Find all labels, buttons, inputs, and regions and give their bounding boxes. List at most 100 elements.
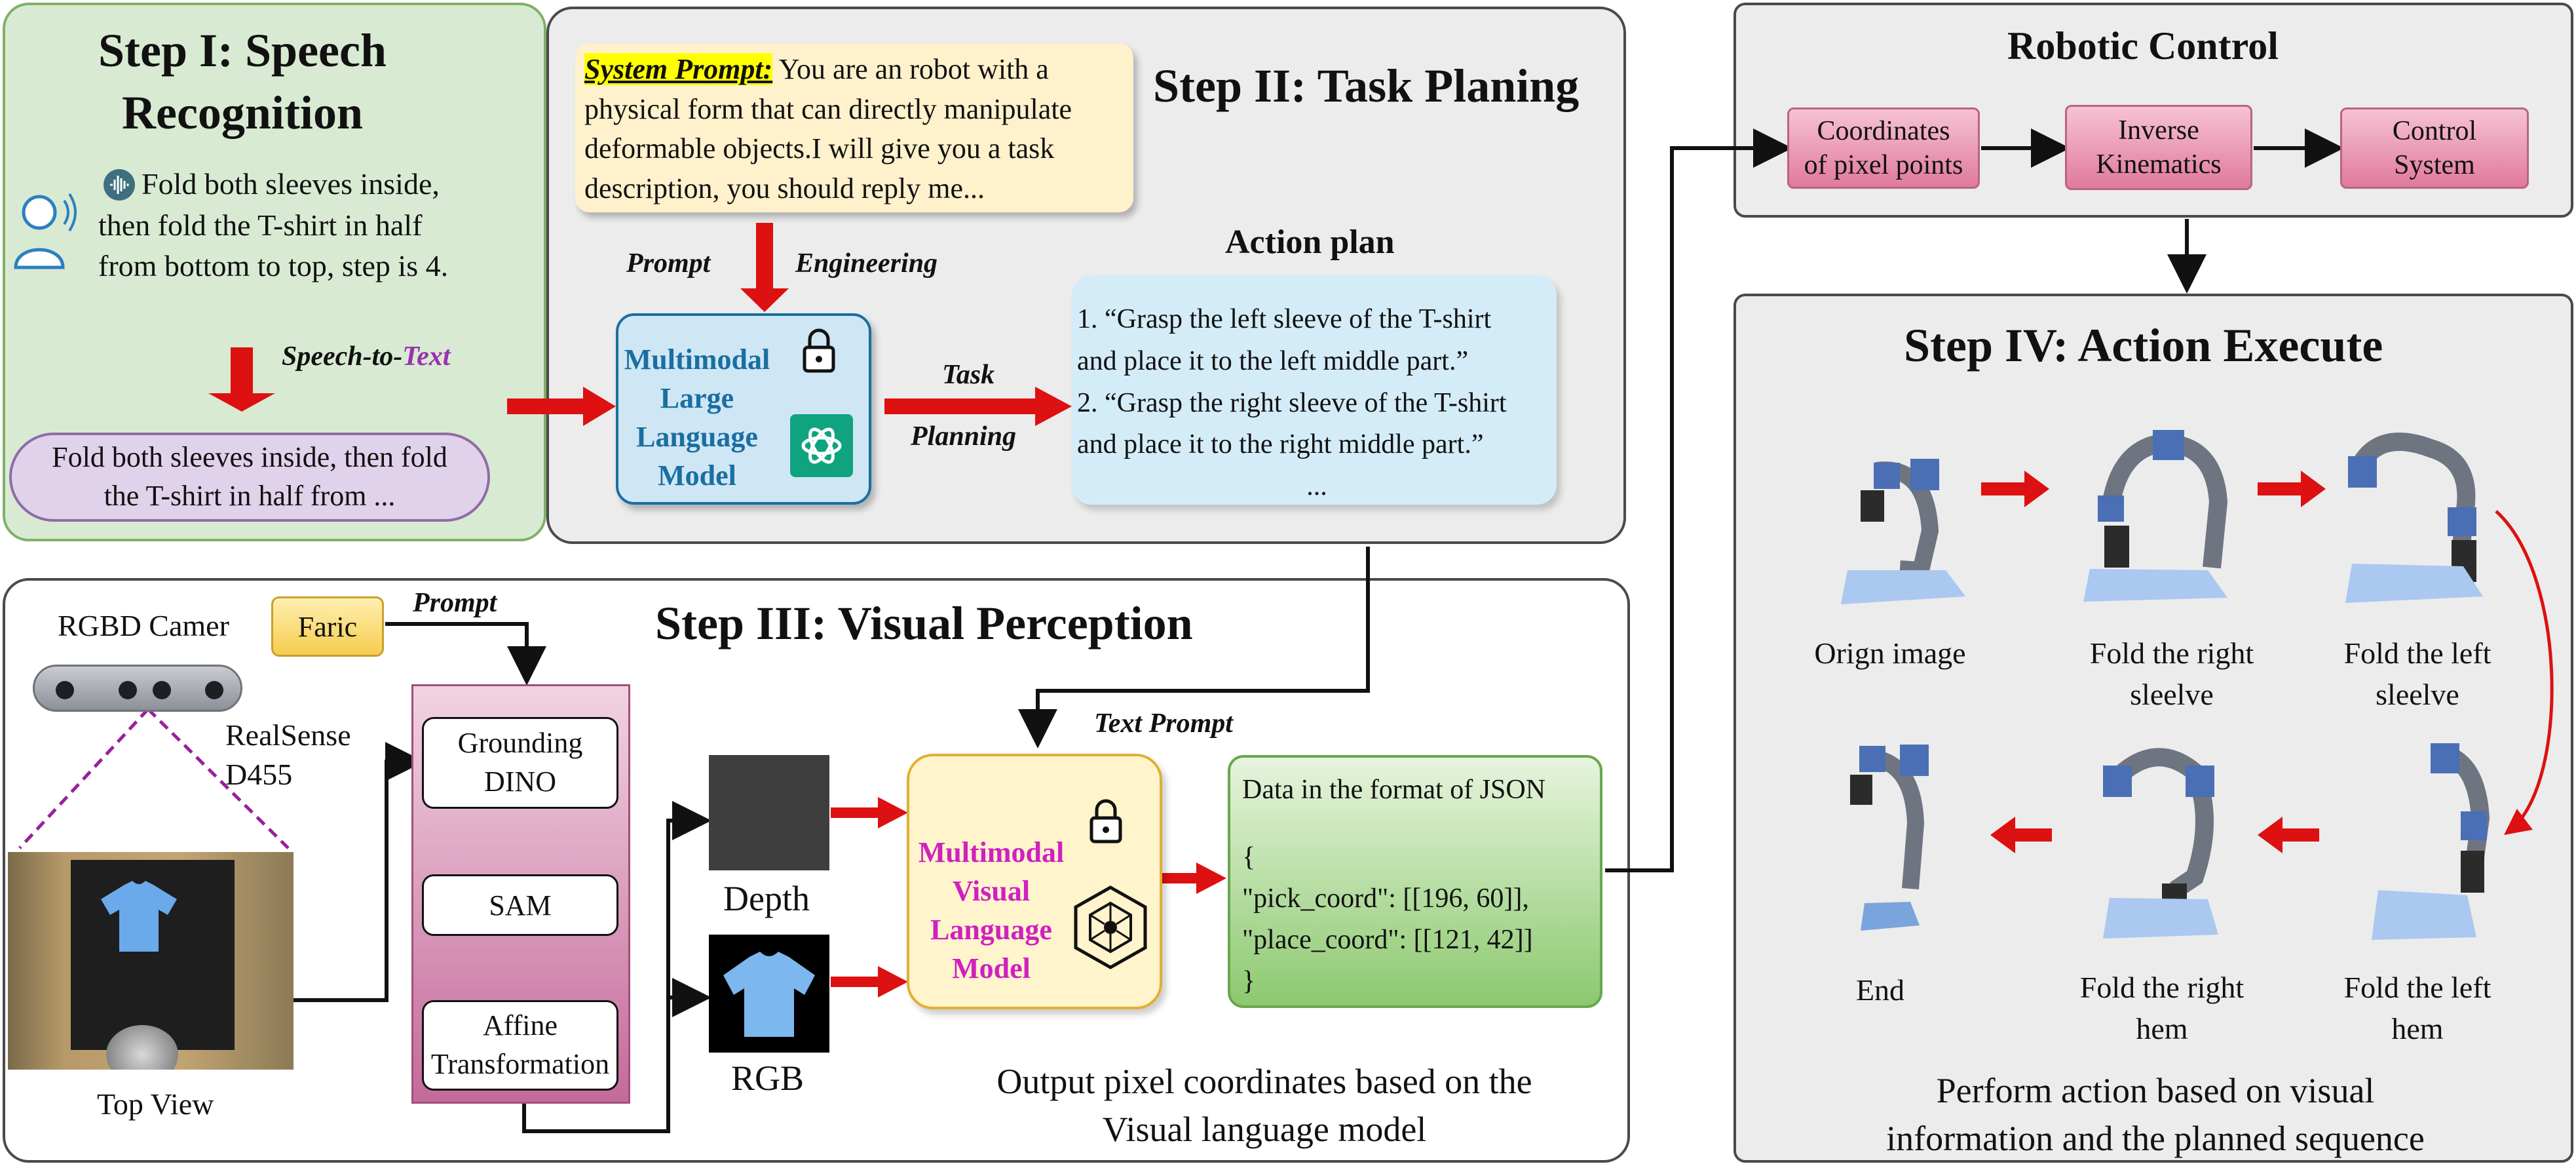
control-system-box: Control System (2340, 107, 2529, 189)
step4-arrow-2 (2258, 471, 2326, 507)
plan-line-4: and place it to the right middle part.” (1077, 429, 1484, 460)
mllm-line-1: Multimodal (624, 343, 770, 376)
step4-footer: Perform action based on visual informati… (1743, 1067, 2568, 1163)
coordinates-line-1: Coordinates (1817, 115, 1950, 146)
faric-prompt-line (385, 622, 546, 686)
mvlm-line-1: Multimodal (918, 836, 1065, 868)
engineering-label: Engineering (795, 248, 938, 279)
depth-image (709, 755, 829, 870)
json-title: Data in the format of JSON (1242, 775, 1546, 805)
rgb-to-mvlm-arrow (831, 966, 908, 998)
step3-output-caption: Output pixel coordinates based on the Vi… (924, 1058, 1605, 1154)
camera-lens-1 (56, 681, 74, 699)
speech-line-2: then fold the T-shirt in half (98, 208, 423, 242)
caption-orign-image: Orign image (1795, 633, 1985, 674)
caption-3-line-2: sleelve (2376, 677, 2459, 711)
action-plan-title: Action plan (1225, 223, 1395, 261)
rgb-image (709, 935, 829, 1053)
step4-footer-line-1: Perform action based on visual (1936, 1071, 2375, 1110)
ik-line-1: Inverse (2118, 115, 2199, 146)
step3-prompt-label: Prompt (413, 588, 497, 618)
user-speaking-icon (12, 181, 77, 273)
grounding-dino-box: Grounding DINO (422, 717, 618, 809)
faric-box: Faric (271, 596, 384, 657)
affine-line-1: Affine (482, 1009, 558, 1042)
caption-6-line-2: hem (2391, 1011, 2444, 1045)
step3-output-line-2: Visual language model (1102, 1110, 1427, 1150)
depth-to-mvlm-arrow (831, 797, 908, 828)
realsense-camera-icon (33, 665, 242, 712)
mllm-line-4: Model (658, 459, 736, 492)
mvlm-line-4: Model (952, 952, 1031, 984)
camera-view-dashes (18, 708, 290, 849)
step4-arrow-4 (1990, 817, 2052, 853)
mvlm-line-2: Visual (952, 874, 1031, 907)
realsense-line-2: D455 (225, 757, 293, 791)
plan-line-2: and place it to the left middle part.” (1077, 345, 1469, 376)
step1-title: Step I: Speech Recognition (39, 20, 445, 144)
caption-3-line-1: Fold the left (2343, 636, 2491, 670)
action-plan-box: 1. “Grasp the left sleeve of the T-shirt… (1072, 275, 1557, 505)
camera-lens-3 (153, 681, 171, 699)
caption-fold-left-hem: Fold the left hem (2319, 967, 2516, 1049)
camera-lens-2 (119, 681, 137, 699)
mvlm-label: Multimodal Visual Language Model (909, 834, 1073, 988)
task-planning-arrow (884, 387, 1072, 426)
system-prompt-line-3: deformable objects.I will give you a tas… (584, 132, 1055, 165)
rgbd-camera-label: RGBD Camer (58, 609, 229, 642)
system-prompt-box: System Prompt: You are an robot with a p… (575, 43, 1133, 212)
robotic-control-title: Robotic Control (2007, 24, 2279, 68)
caption-fold-left-sleeve: Fold the left sleelve (2319, 633, 2516, 715)
affine-to-images-line (522, 801, 711, 1133)
task-label: Task (942, 360, 995, 390)
robot-arm-icon (2332, 726, 2516, 945)
prompt-label: Prompt (626, 248, 711, 279)
system-prompt-label: System Prompt: (584, 53, 773, 85)
speech-to-text-label: Speech-to-Text (282, 341, 450, 372)
speech-line-1: Fold both sleeves inside, (142, 167, 440, 201)
inverse-kinematics-box: Inverse Kinematics (2065, 105, 2252, 190)
tshirt-on-board (100, 881, 178, 953)
caption-1-line-1: Orign image (1814, 636, 1966, 670)
dino-line-2: DINO (484, 766, 556, 798)
control-line-2: System (2394, 150, 2475, 180)
top-view-photo (8, 852, 294, 1070)
caption-2-line-1: Fold the right (2089, 636, 2254, 670)
speech-to-label: Speech-to- (282, 341, 403, 372)
robot-arm-icon (1782, 731, 1965, 944)
step4-title: Step IV: Action Execute (1904, 319, 2383, 372)
system-prompt-line-4: description, you should reply me... (584, 172, 985, 205)
depth-label: Depth (723, 879, 810, 918)
mvlm-line-3: Language (930, 913, 1052, 946)
sam-box: SAM (422, 874, 618, 936)
step4-curve-arrow (2495, 510, 2554, 836)
system-prompt-line-1: You are an robot with a (778, 53, 1049, 85)
mllm-box: Multimodal Large Language Model (616, 313, 871, 505)
sound-wave-icon (104, 169, 135, 201)
json-line-2: "pick_coord": [[196, 60]], (1242, 883, 1529, 914)
step1-to-mllm-arrow (507, 387, 616, 426)
red-arrows (208, 223, 2326, 998)
robot-base-top (106, 1025, 178, 1070)
prompt-engineering-arrow (740, 223, 789, 312)
control-line-1: Control (2392, 115, 2477, 146)
step1-title-line1: Step I: Speech (98, 24, 387, 77)
speech-to-text-arrow (208, 347, 275, 412)
step1-title-line2: Recognition (122, 87, 363, 140)
json-line-1: { (1242, 842, 1256, 872)
chatgpt-logo-icon (790, 414, 853, 477)
speech-line-3: from bottom to top, step is 4. (98, 249, 449, 283)
plan-line-1: 1. “Grasp the left sleeve of the T-shirt (1077, 304, 1492, 334)
recognized-line-1: Fold both sleeves inside, then fold (52, 441, 447, 474)
caption-6-line-1: Fold the left (2343, 971, 2491, 1004)
coordinates-line-2: of pixel points (1804, 150, 1963, 180)
caption-fold-right-sleeve: Fold the right sleelve (2064, 633, 2280, 715)
mvlm-to-json-arrow (1156, 863, 1226, 894)
caption-fold-right-hem: Fold the right hem (2057, 967, 2267, 1049)
mllm-label: Multimodal Large Language Model (618, 341, 776, 495)
plan-line-3: 2. “Grasp the right sleeve of the T-shir… (1077, 387, 1507, 418)
step4-footer-line-2: information and the planned sequence (1886, 1119, 2425, 1159)
rgb-label: RGB (731, 1058, 805, 1098)
json-line-3: "place_coord": [[121, 42]] (1242, 925, 1533, 955)
